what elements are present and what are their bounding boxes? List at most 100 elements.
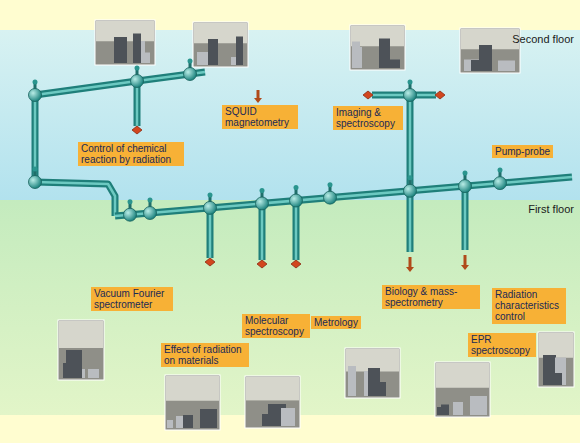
valve (404, 175, 417, 197)
photo-equipment (498, 61, 515, 72)
station-box: Control of chemical reaction by radiatio… (78, 142, 184, 166)
photo-equipment (167, 420, 173, 428)
valve-body (494, 177, 507, 190)
station-name: Vacuum Fourier spectrometer (94, 288, 170, 310)
arrow-shaft (409, 257, 412, 268)
floor-band: Second floorControl of chemical reaction… (0, 30, 580, 200)
station-name: EPR spectroscopy (471, 334, 533, 356)
photo-frame (345, 348, 400, 398)
lab-photo (193, 22, 248, 67)
pipe-highlight (35, 72, 205, 95)
photo-frame (58, 320, 104, 380)
station-box: Radiation characteristics control (492, 288, 566, 324)
photo-wall (246, 377, 299, 400)
lab-photos (58, 20, 574, 430)
beam-pipe (407, 191, 414, 252)
photo-frame (193, 22, 248, 67)
arrow-shaft (257, 90, 260, 99)
valve-knob (328, 182, 333, 187)
beam-pipe (259, 203, 266, 260)
valve (29, 80, 42, 102)
floor-band: First floorVacuum Fourier spectrometerEf… (0, 200, 580, 415)
station-name: Biology & mass-spectrometry (385, 286, 477, 308)
photo-equipment (552, 373, 562, 385)
valve-knob (128, 199, 133, 204)
down-arrow (406, 257, 414, 272)
valve-knob (208, 192, 213, 197)
pipe-highlight (464, 186, 467, 250)
photo-equipment (379, 39, 390, 69)
output-flange (363, 91, 373, 99)
photo-equipment (236, 37, 243, 66)
pipe-highlight (35, 182, 115, 216)
photo-equipment (114, 37, 127, 63)
lab-photo (245, 376, 300, 428)
valve-knob (498, 168, 503, 173)
output-flange (257, 260, 267, 268)
lab-photo (435, 362, 490, 417)
valve (256, 188, 269, 210)
beam-pipe (293, 201, 300, 260)
beamline (29, 59, 573, 269)
photo-equipment (208, 39, 218, 65)
valve-knob (463, 171, 468, 176)
valve (29, 167, 42, 189)
valve (184, 59, 197, 81)
valve-knob (294, 185, 299, 190)
valve-body (184, 68, 197, 81)
output-flange (132, 126, 142, 134)
valve-body (256, 197, 269, 210)
station-name: Metrology (314, 317, 358, 328)
arrow-head (406, 267, 414, 272)
beam-pipe (407, 95, 414, 191)
valve-knob (188, 59, 193, 64)
station-name: Radiation characteristics control (495, 289, 563, 323)
beam-pipe (462, 186, 469, 250)
photo-equipment (380, 382, 386, 396)
photo-wall (59, 321, 103, 348)
down-arrow (254, 90, 262, 103)
beam-pipe (207, 208, 214, 258)
photo-equipment (281, 408, 295, 426)
photo-wall (166, 376, 219, 401)
valve (204, 192, 217, 214)
station-box: Imaging & spectroscopy (333, 106, 403, 130)
photo-equipment (352, 42, 360, 69)
valve-knob (148, 198, 153, 203)
pipe-highlight (261, 203, 264, 260)
down-arrow (461, 255, 469, 270)
lab-photo (95, 20, 155, 65)
station-box: Metrology (311, 316, 361, 329)
valve-body (29, 176, 42, 189)
valve-body (290, 194, 303, 207)
photo-equipment (348, 366, 356, 396)
photo-wall (539, 333, 573, 358)
floor-ground (0, 200, 580, 415)
pipe-highlight (115, 177, 572, 216)
valve-knob (408, 80, 413, 85)
floor-label: First floor (528, 203, 574, 215)
valve-body (324, 191, 337, 204)
valve-body (124, 208, 137, 221)
beam-pipe (35, 72, 205, 95)
station-name: Imaging & spectroscopy (336, 107, 400, 129)
pipe-highlight (409, 191, 412, 252)
valve-body (131, 75, 144, 88)
lab-photo (58, 320, 104, 380)
photo-frame (95, 20, 155, 65)
valve-body (404, 89, 417, 102)
lab-photo (345, 348, 400, 398)
pipe-highlight (209, 208, 212, 258)
floor-label: Second floor (512, 33, 574, 45)
valve-body (204, 201, 217, 214)
valve (404, 80, 417, 102)
photo-frame (460, 28, 520, 73)
lab-photo (538, 332, 574, 387)
station-box: EPR spectroscopy (468, 333, 536, 357)
lab-photo (460, 28, 520, 73)
photo-equipment (88, 369, 99, 378)
station-box: Effect of radiation on materials (161, 343, 249, 367)
photo-equipment (183, 415, 193, 428)
lab-photo (350, 25, 405, 70)
